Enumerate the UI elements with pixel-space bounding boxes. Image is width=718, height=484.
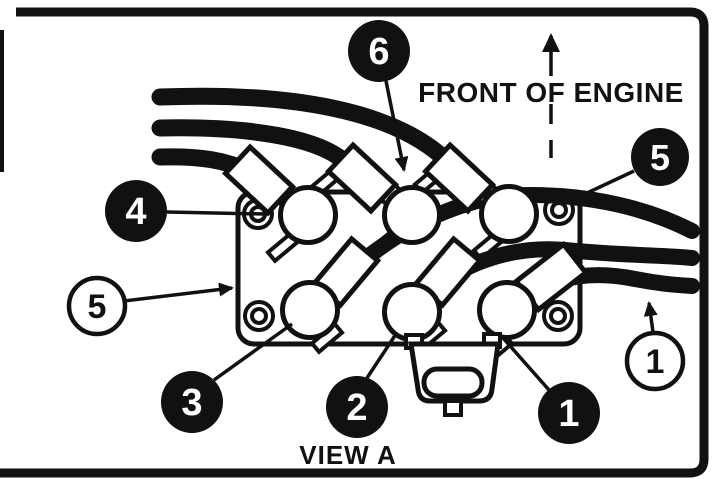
leader-line-callout-5-left: [123, 282, 234, 303]
spark-plug-tower: [382, 185, 442, 245]
callout-5-right: 5: [631, 128, 689, 186]
leader-line-callout-5-right: [569, 169, 635, 203]
wire-boot: [421, 141, 497, 215]
callout-circle: [624, 330, 686, 392]
page-border: [0, 7, 709, 478]
callout-2: 2: [326, 376, 388, 438]
spark-plug-tower: [479, 184, 539, 244]
leader-line-callout-1-bottom: [501, 336, 551, 392]
callout-5-left: 5: [66, 275, 128, 337]
left-ignition-wires: [151, 87, 457, 181]
callout-number: 5: [88, 288, 107, 326]
leader-line-callout-2: [365, 333, 398, 379]
wire-boot: [221, 143, 297, 217]
ignition-wire: [151, 119, 355, 172]
callout-number: 3: [181, 382, 202, 424]
leader-line-callout-3: [212, 322, 294, 382]
callout-number: 1: [558, 393, 579, 435]
top-row-boots: [221, 141, 509, 218]
leader-lines: [123, 80, 658, 392]
connector-tab: [443, 399, 463, 417]
mounting-boss-bottom-left: [243, 300, 275, 332]
leader-line-callout-6: [384, 80, 409, 172]
callout-number: 4: [125, 191, 146, 233]
callout-6: 6: [348, 20, 410, 82]
view-a-label: VIEW A: [299, 440, 396, 470]
spark-plug-tower: [382, 282, 442, 342]
leader-line-callout-1-right: [643, 301, 658, 333]
wire-core: [155, 123, 351, 168]
ignition-wire: [151, 87, 457, 171]
callout-3: 3: [161, 371, 223, 433]
spark-plug-tower: [280, 280, 340, 340]
coil-towers: [278, 184, 539, 342]
spark-plug-tower: [477, 280, 537, 340]
harness-connector: [404, 332, 502, 417]
callout-1-right: 1: [624, 330, 686, 392]
front-of-engine-label: FRONT OF ENGINE: [418, 77, 684, 108]
callout-1-bottom: 1: [538, 382, 600, 444]
spark-plug-tower: [278, 185, 338, 245]
callout-number: 1: [646, 343, 665, 381]
callout-4: 4: [105, 180, 167, 242]
callout-circle: [326, 376, 388, 438]
boss-inner-ring: [550, 201, 568, 219]
callout-number: 6: [368, 31, 389, 73]
connector-socket: [421, 366, 485, 399]
callout-circle: [631, 128, 689, 186]
leader-line-callout-4: [166, 210, 265, 216]
callout-circle: [538, 382, 600, 444]
page-border-left-fragment: [0, 30, 4, 172]
mounting-boss-bottom-right: [542, 300, 574, 332]
boss-inner-ring: [250, 307, 268, 325]
wire-boot: [324, 141, 400, 215]
callout-number: 5: [650, 137, 670, 178]
callout-number: 2: [346, 387, 367, 429]
callout-circle: [161, 371, 223, 433]
boss-inner-ring: [549, 307, 567, 325]
callout-circle: [105, 180, 167, 242]
callout-circle: [66, 275, 128, 337]
callout-circle: [348, 20, 410, 82]
wire-core: [155, 91, 453, 167]
